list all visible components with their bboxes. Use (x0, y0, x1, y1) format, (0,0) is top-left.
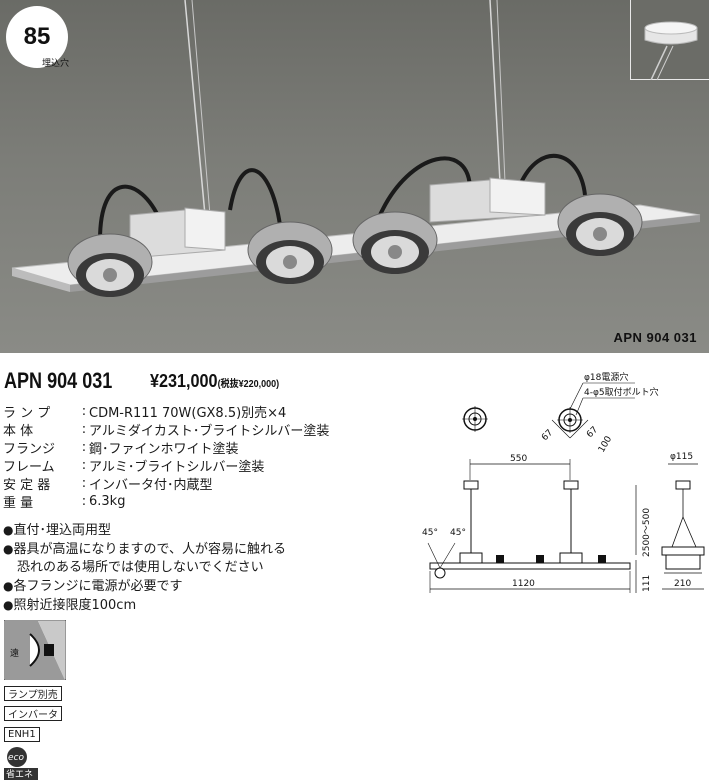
note-item: ●器具が高温になりますので、人が容易に触れる (3, 542, 286, 557)
dimension-diagram: φ18電源穴 4-φ5取付ボルト穴 67 67 100 550 45° 45° (400, 355, 709, 615)
bolt-hole-label: 4-φ5取付ボルト穴 (584, 386, 659, 398)
dim-67-a: 67 (540, 428, 555, 443)
power-hole-label: φ18電源穴 (584, 371, 628, 383)
note-item: ●照射近接限度100cm (3, 598, 137, 613)
price-tax-note: (税抜¥220,000) (217, 379, 280, 390)
badge-number: 85 (23, 23, 51, 50)
dimension-drawing: φ18電源穴 4-φ5取付ボルト穴 67 67 100 550 45° 45° (422, 371, 705, 593)
dim-100: 100 (597, 434, 614, 454)
spec-value: CDM-R111 70W(GX8.5)別売×4 (89, 405, 287, 421)
spec-label: 重 量 (3, 495, 34, 511)
product-illustration (11, 0, 701, 297)
spec-label: 本 体 (3, 423, 34, 439)
spec-row: 安 定 器:インバータ付･内蔵型 (3, 475, 213, 493)
lamp-sold-separately-tag: ランプ別売 (4, 686, 62, 701)
ceiling-mount-inset (630, 0, 709, 80)
dim-550: 550 (510, 454, 527, 464)
dim-45-a: 45° (422, 528, 438, 538)
spec-label: フランジ (3, 441, 56, 457)
spec-label: フレーム (3, 459, 55, 475)
dim-2500-500: 2500～500 (642, 508, 652, 557)
note-item: ●各フランジに電源が必要です (3, 579, 183, 594)
recess-hole-badge: 85 (6, 6, 68, 68)
photo-model-caption: APN 904 031 (613, 330, 697, 345)
note-item: ●直付･埋込両用型 (3, 523, 111, 538)
beam-angle-icon: 遠 (3, 619, 67, 681)
dim-45-b: 45° (450, 528, 466, 538)
spec-row: ラ ン プ:CDM-R111 70W(GX8.5)別売×4 (3, 403, 287, 421)
dim-210: 210 (674, 579, 691, 589)
dim-67-b: 67 (585, 425, 600, 440)
fixture-side-view (661, 480, 705, 574)
inverter-tag: インバータ (4, 706, 62, 721)
spec-row: フレーム:アルミ･ブライトシルバー塗装 (3, 457, 265, 475)
fixture-front-view (427, 480, 631, 579)
price: ¥231,000 (150, 371, 218, 391)
rosette-top-view-right (551, 382, 635, 439)
lamp-head-1 (67, 233, 153, 297)
spec-row: 重 量:6.3kg (3, 493, 126, 511)
price-line: ¥231,000(税抜¥220,000) (150, 371, 279, 392)
spec-value: 鋼･ファインホワイト塗装 (89, 441, 239, 457)
spec-value: アルミダイカスト･ブライトシルバー塗装 (89, 423, 330, 439)
enh-tag: ENH1 (4, 727, 40, 742)
bullet-icon: ● (3, 542, 14, 556)
bullet-icon: ● (3, 598, 14, 612)
svg-text:省エネ: 省エネ (6, 768, 33, 780)
model-number: APN 904 031 (4, 368, 113, 393)
spec-value: インバータ付･内蔵型 (89, 477, 213, 493)
dim-115: φ115 (670, 452, 693, 462)
lamp-head-3 (352, 211, 438, 274)
dim-1120: 1120 (512, 579, 535, 589)
beam-label: 遠 (10, 647, 19, 659)
spec-list: ラ ン プ:CDM-R111 70W(GX8.5)別売×4 本 体:アルミダイカ… (3, 402, 403, 511)
lamp-head-4 (557, 193, 643, 256)
notes-list: ●直付･埋込両用型 ●器具が高温になりますので、人が容易に触れる 恐れのある場所… (3, 521, 403, 615)
svg-text:eco: eco (8, 753, 24, 763)
spec-value: 6.3kg (89, 493, 126, 509)
spec-label: ラ ン プ (3, 405, 51, 421)
spec-row: フランジ:鋼･ファインホワイト塗装 (3, 439, 239, 457)
bullet-icon: ● (3, 523, 14, 537)
bullet-icon: ● (3, 579, 14, 593)
product-photo: 85 埋込穴 APN 904 031 (0, 0, 709, 353)
spec-row: 本 体:アルミダイカスト･ブライトシルバー塗装 (3, 421, 330, 439)
badge-caption: 埋込穴 (42, 59, 70, 69)
rosette-top-view-left (462, 406, 488, 432)
dim-111: 111 (642, 575, 652, 592)
eco-icon: eco 省エネ (4, 746, 38, 780)
model-number-line: APN 904 031 (4, 368, 136, 394)
note-item-continued: 恐れのある場所では使用しないでください (17, 560, 264, 575)
spec-label: 安 定 器 (3, 477, 51, 493)
spec-value: アルミ･ブライトシルバー塗装 (89, 459, 265, 475)
lamp-head-2 (247, 221, 333, 284)
